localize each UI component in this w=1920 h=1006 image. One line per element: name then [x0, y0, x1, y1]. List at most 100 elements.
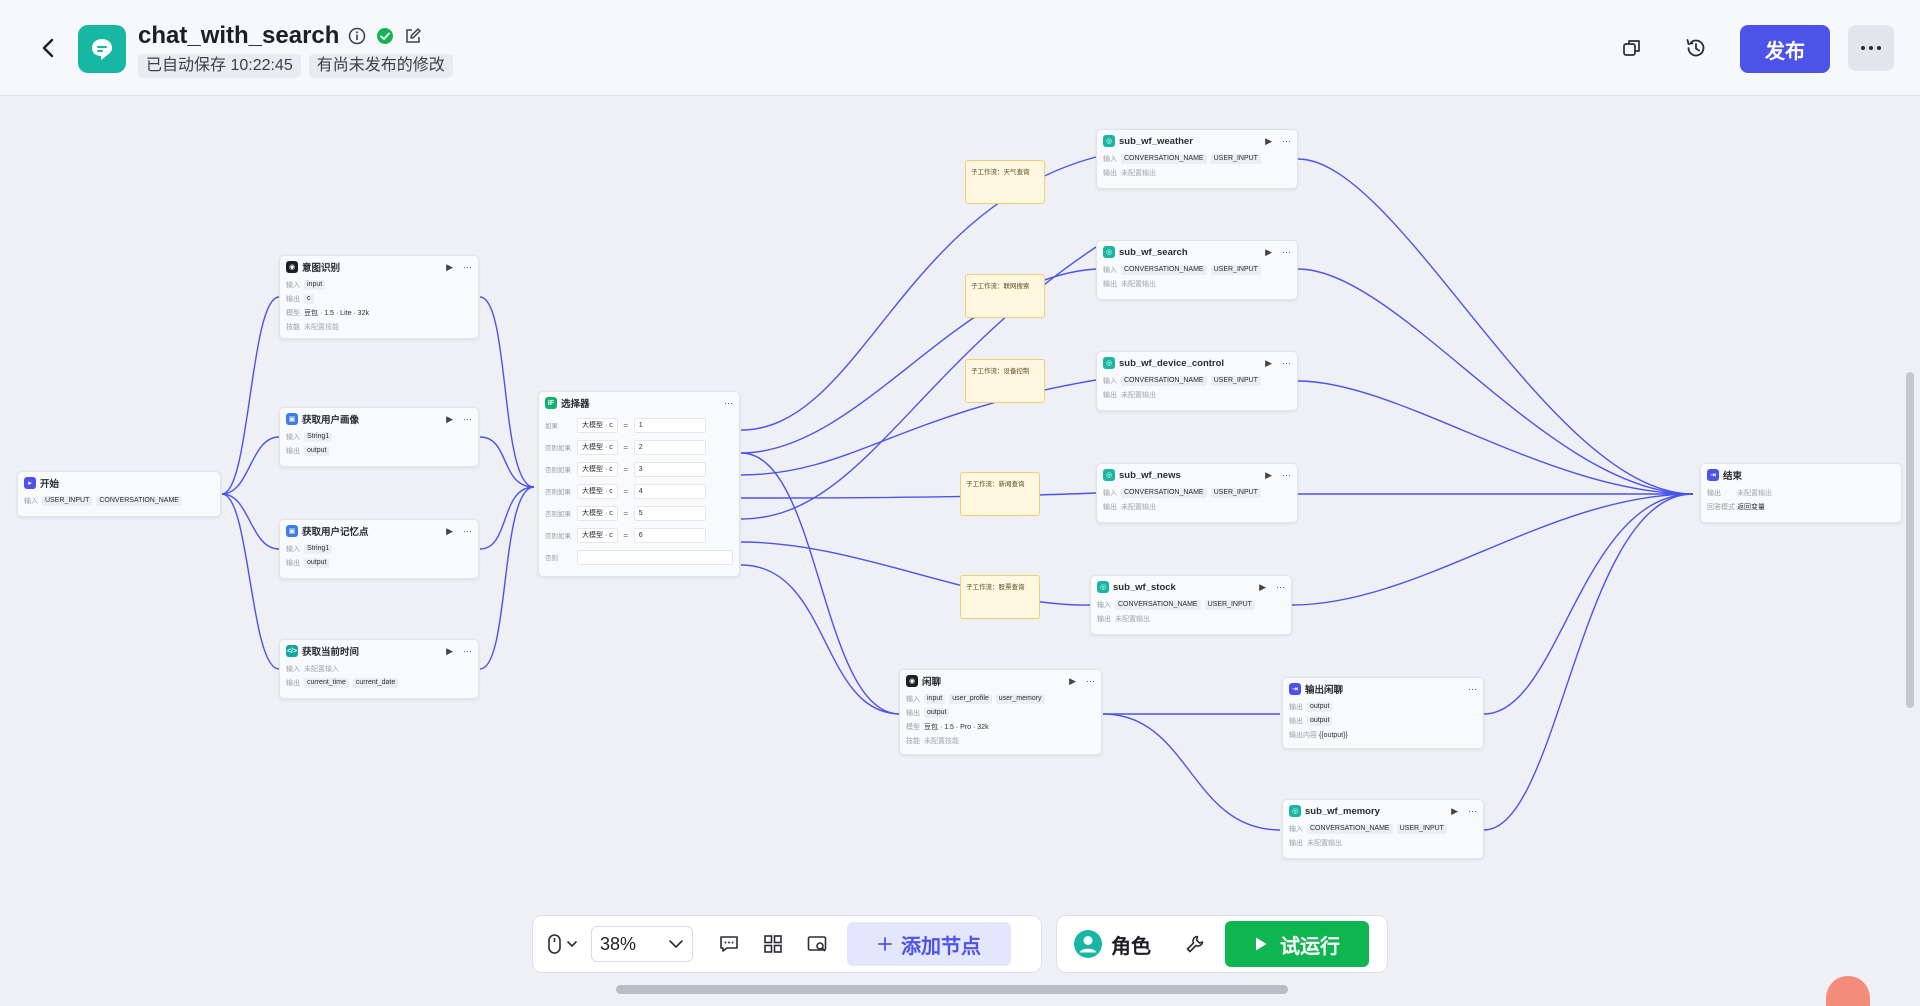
output-value: 未配置输出: [1121, 281, 1156, 288]
node-more-icon[interactable]: ···: [463, 262, 472, 272]
var-tag: output: [1307, 716, 1333, 726]
run-node-icon[interactable]: ▶: [1265, 135, 1272, 146]
var-tag: CONVERSATION_NAME: [1121, 265, 1207, 275]
condition-left: 大模型 · c: [582, 532, 613, 539]
run-node-icon[interactable]: ▶: [1069, 675, 1076, 686]
node-more-icon[interactable]: ···: [1468, 806, 1477, 816]
node-label: 模型: [286, 310, 300, 317]
back-button[interactable]: [34, 32, 62, 64]
run-node-icon[interactable]: ▶: [446, 645, 453, 656]
info-icon[interactable]: [347, 26, 367, 46]
run-node-icon[interactable]: ▶: [1265, 469, 1272, 480]
var-tag: USER_INPUT: [1204, 600, 1255, 610]
zoom-select[interactable]: 38%: [591, 926, 693, 962]
var-tag: USER_INPUT: [1210, 376, 1261, 386]
var-tag: CONVERSATION_NAME: [1115, 600, 1201, 610]
node-more-icon[interactable]: ···: [724, 398, 733, 408]
test-run-button[interactable]: 试运行: [1225, 921, 1369, 967]
header: chat_with_search 已自动保存 10:22:45 有尚未发布的修改…: [0, 0, 1920, 96]
app-icon: [78, 25, 126, 73]
publish-button[interactable]: 发布: [1740, 25, 1830, 73]
node-title: sub_wf_search: [1119, 246, 1188, 258]
workflow-icon: ◎: [1097, 581, 1109, 593]
add-node-button[interactable]: 添加节点: [847, 922, 1011, 966]
run-node-icon[interactable]: ▶: [1451, 805, 1458, 816]
node-more-icon[interactable]: ···: [1086, 676, 1095, 686]
role-button[interactable]: 角色: [1065, 924, 1159, 964]
debug-tools-button[interactable]: [1173, 924, 1217, 964]
chat-bubble-icon: [92, 39, 112, 60]
interaction-mode-button[interactable]: [541, 924, 585, 964]
vertical-scrollbar[interactable]: [1906, 372, 1914, 708]
node-label: 输入: [906, 696, 920, 703]
model-value: 豆包 · 1.5 · Pro · 32k: [924, 724, 989, 731]
note-weather[interactable]: 子工作流：天气查询: [965, 160, 1045, 204]
node-more-icon[interactable]: ···: [463, 414, 472, 424]
node-title: 获取用户记忆点: [302, 527, 369, 538]
layout-button[interactable]: [751, 924, 795, 964]
test-run-label: 试运行: [1280, 935, 1340, 958]
wrench-icon: [1186, 935, 1204, 953]
node-more-icon[interactable]: ···: [463, 526, 472, 536]
var-tag: user_memory: [995, 694, 1045, 704]
node-more-icon[interactable]: ···: [1282, 247, 1291, 257]
intent-icon: ◉: [286, 261, 298, 273]
node-label: 输出: [1707, 490, 1721, 497]
more-options-button[interactable]: [1848, 25, 1894, 71]
run-node-icon[interactable]: ▶: [1259, 581, 1266, 592]
code-icon: </>: [286, 645, 298, 657]
model-value: 豆包 · 1.5 · Lite · 32k: [304, 310, 369, 317]
node-more-icon[interactable]: ···: [1276, 582, 1285, 592]
node-more-icon[interactable]: ···: [1282, 470, 1291, 480]
run-node-icon[interactable]: ▶: [446, 525, 453, 536]
run-node-icon[interactable]: ▶: [446, 261, 453, 272]
history-button[interactable]: [1678, 30, 1714, 66]
check-circle-icon: [375, 26, 395, 46]
role-label: 角色: [1111, 935, 1151, 958]
workflow-icon: ◎: [1103, 469, 1115, 481]
node-label: 输出: [906, 710, 920, 717]
note-search[interactable]: 子工作流：联网搜索: [965, 274, 1045, 318]
note-device[interactable]: 子工作流：设备控制: [965, 359, 1045, 403]
end-node[interactable]: ⇥结束 输出未配置输出 回答模式返回变量: [1700, 463, 1902, 523]
node-more-icon[interactable]: ···: [1282, 358, 1291, 368]
horizontal-scrollbar[interactable]: [616, 985, 1288, 994]
condition-op: =: [623, 442, 629, 452]
workflow-icon: ◎: [1289, 805, 1301, 817]
node-title: sub_wf_news: [1119, 469, 1181, 481]
node-label: 输入: [1103, 490, 1117, 497]
node-more-icon[interactable]: ···: [463, 646, 472, 656]
node-more-icon[interactable]: ···: [1282, 136, 1291, 146]
node-more-icon[interactable]: ···: [1468, 684, 1477, 694]
node-label: 输入: [286, 282, 300, 289]
run-node-icon[interactable]: ▶: [446, 413, 453, 424]
else-slot: [577, 549, 733, 565]
note-news[interactable]: 子工作流：新闻查询: [960, 472, 1040, 516]
run-node-icon[interactable]: ▶: [1265, 246, 1272, 257]
comment-button[interactable]: [707, 924, 751, 964]
node-label: 输入: [286, 434, 300, 441]
run-node-icon[interactable]: ▶: [1265, 357, 1272, 368]
autosave-status: 已自动保存 10:22:45: [138, 54, 301, 78]
condition-right: 5: [633, 505, 706, 521]
copy-button[interactable]: [1614, 30, 1650, 66]
note-stock[interactable]: 子工作流：股票查询: [960, 575, 1040, 619]
minimap-button[interactable]: [795, 924, 839, 964]
edit-icon[interactable]: [403, 26, 423, 46]
node-label: 输入: [1097, 602, 1111, 609]
